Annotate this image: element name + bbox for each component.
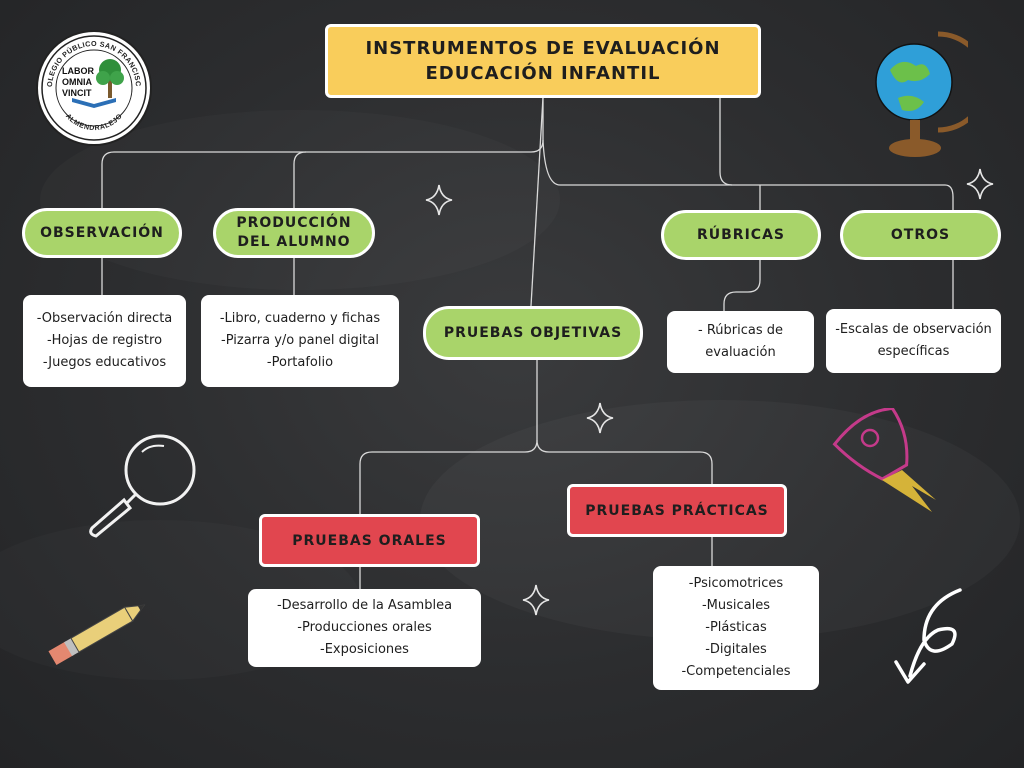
list-item: -Juegos educativos — [42, 355, 167, 370]
list-item: específicas — [877, 344, 950, 359]
logo-motto-1: LABOR — [62, 66, 94, 76]
list-item: -Competenciales — [681, 664, 791, 679]
rocket-icon — [832, 408, 936, 512]
connector-otros — [542, 139, 954, 212]
node-produccion-label-1: PRODUCCIÓN — [236, 215, 352, 231]
list-item: -Desarrollo de la Asamblea — [276, 598, 453, 613]
list-item: -Digitales — [705, 642, 767, 657]
box-pruebas-practicas: -Psicomotrices -Musicales -Plásticas -Di… — [653, 566, 819, 690]
node-pruebas-objetivas: PRUEBAS OBJETIVAS — [423, 306, 643, 360]
title-line-1: INSTRUMENTOS DE EVALUACIÓN — [365, 38, 721, 59]
node-pruebas-practicas-label: PRUEBAS PRÁCTICAS — [585, 502, 769, 519]
connector-title-right — [719, 97, 733, 186]
logo-ring-bottom: ALMENDRALEJO — [64, 113, 124, 132]
box-otros: -Escalas de observación específicas — [826, 309, 1001, 373]
box-observacion: -Observación directa -Hojas de registro … — [23, 295, 186, 387]
list-item: -Pizarra y/o panel digital — [221, 333, 379, 348]
sparkle-icon — [966, 168, 994, 200]
arrow-icon — [894, 588, 962, 684]
list-item: -Escalas de observación — [835, 322, 992, 337]
list-item: -Libro, cuaderno y fichas — [219, 311, 381, 326]
sparkle-icon — [425, 184, 453, 216]
node-rubricas: RÚBRICAS — [661, 210, 821, 260]
list-item: -Psicomotrices — [688, 576, 784, 591]
list-item: -Observación directa — [36, 311, 173, 326]
sparkle-icon — [586, 402, 614, 434]
connector-practicas — [536, 439, 713, 486]
list-item: - Rúbricas de — [698, 323, 783, 338]
node-rubricas-label: RÚBRICAS — [696, 226, 785, 243]
node-pruebas-orales-label: PRUEBAS ORALES — [292, 532, 447, 549]
school-logo: COLEGIO PÚBLICO SAN FRANCISCO ALMENDRALE… — [36, 30, 152, 146]
node-produccion-label-2: DEL ALUMNO — [237, 234, 351, 250]
list-item: -Hojas de registro — [46, 333, 163, 348]
list-item: -Portafolio — [266, 355, 334, 370]
node-otros: OTROS — [840, 210, 1001, 260]
connector-orales — [359, 360, 538, 516]
node-otros-label: OTROS — [890, 226, 951, 243]
node-pruebas-objetivas-label: PRUEBAS OBJETIVAS — [443, 324, 623, 341]
list-item: -Exposiciones — [320, 642, 409, 657]
title-line-2: EDUCACIÓN INFANTIL — [425, 63, 661, 84]
svg-text:ALMENDRALEJO: ALMENDRALEJO — [64, 113, 124, 132]
magnifier-icon — [89, 434, 196, 538]
logo-motto-3: VINCIT — [62, 88, 92, 98]
connector-pruebas-objetivas — [530, 96, 544, 307]
logo-motto-2: OMNIA — [62, 77, 92, 87]
connector-observacion — [101, 97, 544, 210]
box-pruebas-orales: -Desarrollo de la Asamblea -Producciones… — [248, 589, 481, 667]
node-observacion: OBSERVACIÓN — [22, 208, 182, 258]
diagram-title: INSTRUMENTOS DE EVALUACIÓN EDUCACIÓN INF… — [325, 24, 761, 98]
list-item: -Plásticas — [705, 620, 767, 635]
pencil-icon — [48, 604, 146, 666]
box-produccion: -Libro, cuaderno y fichas -Pizarra y/o p… — [201, 295, 399, 387]
list-item: -Musicales — [701, 598, 771, 613]
node-pruebas-orales: PRUEBAS ORALES — [259, 514, 480, 567]
list-item: evaluación — [705, 345, 776, 360]
node-observacion-label: OBSERVACIÓN — [40, 224, 164, 241]
globe-icon — [875, 31, 968, 157]
connector-produccion — [293, 151, 307, 210]
node-produccion: PRODUCCIÓN DEL ALUMNO — [213, 208, 375, 258]
sparkle-icon — [522, 584, 550, 616]
box-rubricas: - Rúbricas de evaluación — [667, 311, 814, 373]
node-pruebas-practicas: PRUEBAS PRÁCTICAS — [567, 484, 787, 537]
list-item: -Producciones orales — [297, 620, 432, 635]
